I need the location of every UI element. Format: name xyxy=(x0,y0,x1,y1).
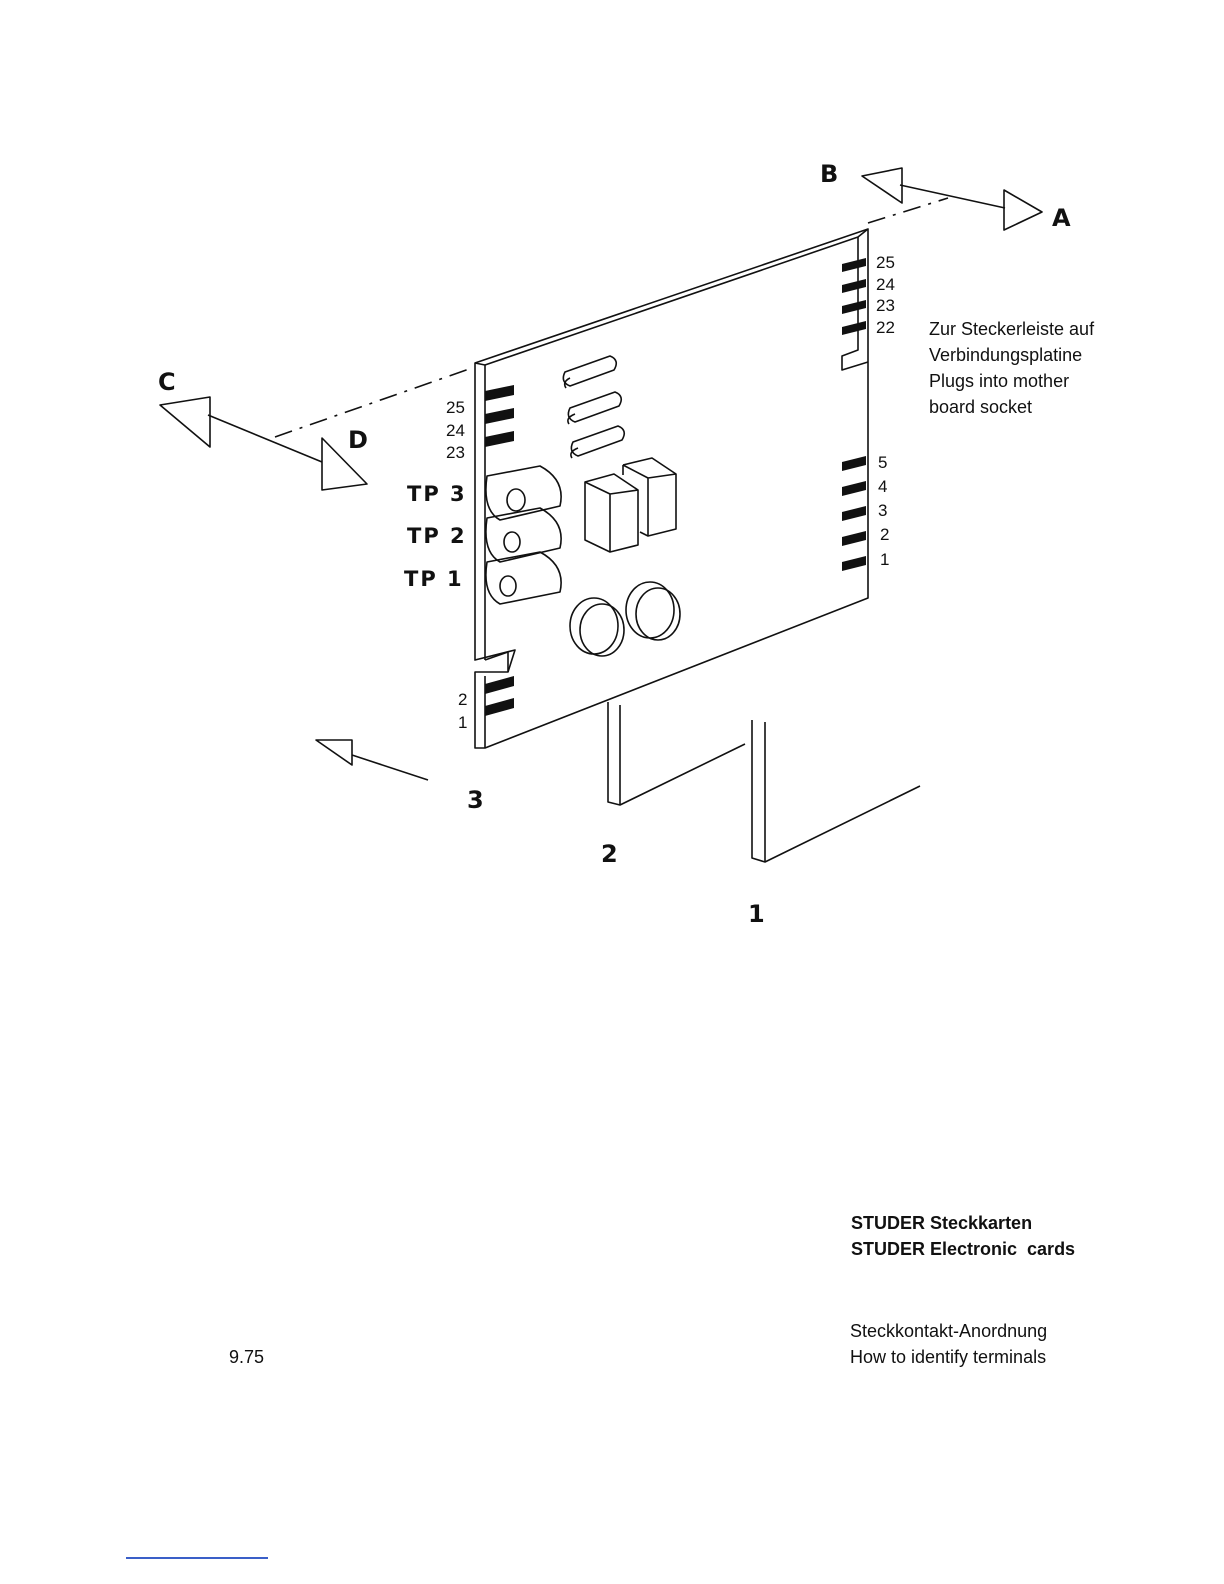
pin-label: 4 xyxy=(878,477,887,496)
subtitle-block: Steckkontakt-Anordnung How to identify t… xyxy=(850,1318,1047,1370)
axis-ba-dash xyxy=(868,198,948,223)
subtitle-de: Steckkontakt-Anordnung xyxy=(850,1318,1047,1344)
test-point-components xyxy=(486,466,561,604)
test-point-labels: TP 3 TP 2 TP 1 xyxy=(404,482,467,591)
label-d: D xyxy=(348,426,368,454)
slot-2-outline xyxy=(608,702,745,805)
right-pin-numbers: 25 24 23 22 5 4 3 2 1 xyxy=(876,253,895,569)
pin-label: 1 xyxy=(880,550,889,569)
pin-label: 2 xyxy=(458,690,467,709)
tp-label: TP 3 xyxy=(407,482,467,506)
axis-cd-dash xyxy=(275,368,472,437)
pin-label: 24 xyxy=(446,421,465,440)
arrow-c xyxy=(160,397,210,447)
tp-label: TP 1 xyxy=(404,567,464,591)
pin-label: 23 xyxy=(446,443,465,462)
pin-label: 3 xyxy=(878,501,887,520)
pin-label: 22 xyxy=(876,318,895,337)
arrow-a xyxy=(1004,190,1042,230)
axis-cd-line xyxy=(208,415,322,462)
connector-note-line: Zur Steckerleiste auf xyxy=(929,316,1094,342)
arrow-3-line xyxy=(352,755,428,780)
arrow-b xyxy=(862,168,902,203)
resistors xyxy=(563,356,624,458)
label-b: B xyxy=(820,160,838,188)
label-position-2: 2 xyxy=(601,840,618,868)
label-a: A xyxy=(1052,204,1071,232)
pin-label: 2 xyxy=(880,525,889,544)
pin-label: 5 xyxy=(878,453,887,472)
pin-label: 23 xyxy=(876,296,895,315)
label-c: C xyxy=(158,368,176,396)
arrow-3-head xyxy=(316,740,352,765)
pin-label: 25 xyxy=(876,253,895,272)
axis-ba-line xyxy=(900,185,1005,208)
board-outline xyxy=(475,229,868,748)
tp-label: TP 2 xyxy=(407,524,467,548)
pin-label: 1 xyxy=(458,713,467,732)
connector-note-line: board socket xyxy=(929,394,1094,420)
label-position-1: 1 xyxy=(748,900,765,928)
capacitor-blocks xyxy=(585,458,676,552)
date-code: 9.75 xyxy=(229,1344,264,1370)
pin-label: 25 xyxy=(446,398,465,417)
round-capacitors xyxy=(570,582,680,656)
slot-1-outline xyxy=(752,720,920,862)
bottom-rule xyxy=(126,1557,268,1559)
contact-pads-right xyxy=(842,258,866,571)
connector-note: Zur Steckerleiste auf Verbindungsplatine… xyxy=(929,316,1094,420)
left-pin-numbers: 25 24 23 2 1 xyxy=(446,398,467,732)
connector-note-line: Verbindungsplatine xyxy=(929,342,1094,368)
label-position-3: 3 xyxy=(467,786,484,814)
connector-note-line: Plugs into mother xyxy=(929,368,1094,394)
subtitle-en: How to identify terminals xyxy=(850,1344,1047,1370)
title-de: STUDER Steckkarten xyxy=(851,1210,1075,1236)
pin-label: 24 xyxy=(876,275,895,294)
title-block: STUDER Steckkarten STUDER Electronic car… xyxy=(851,1210,1075,1262)
board-edge-left xyxy=(475,363,485,748)
title-en: STUDER Electronic cards xyxy=(851,1236,1075,1262)
